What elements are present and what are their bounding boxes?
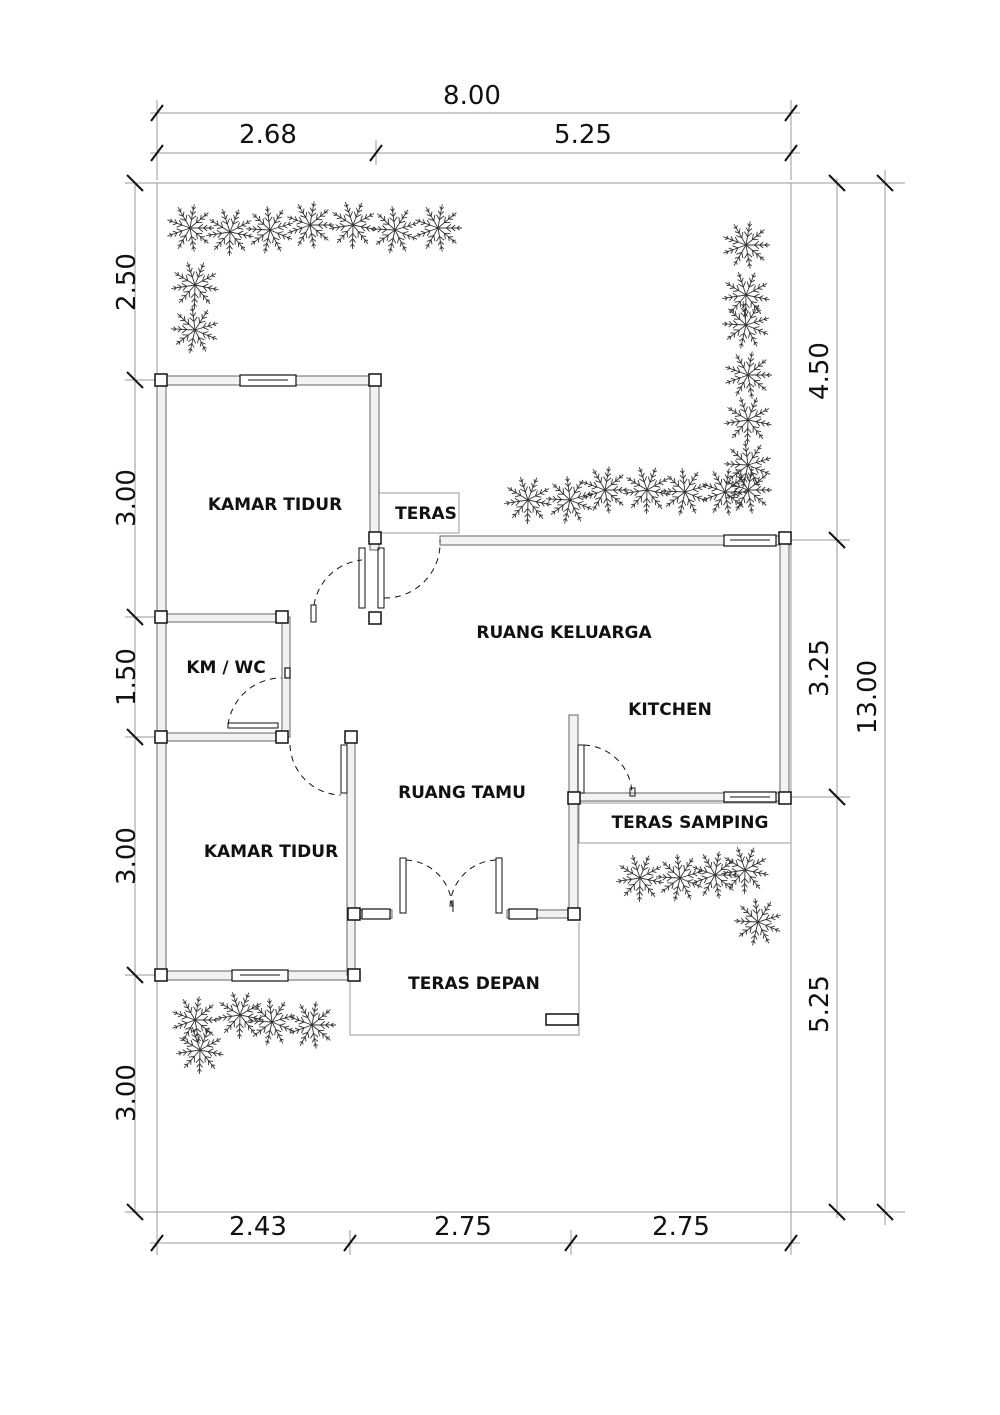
- palm-plant-icon: [725, 466, 772, 514]
- dim-right-total: 13.00: [853, 660, 883, 734]
- palm-plant-icon: [289, 1001, 336, 1049]
- columns: [154, 373, 792, 1026]
- dim-bottom-2: 2.75: [434, 1212, 492, 1242]
- dim-top-left: 2.68: [239, 120, 297, 150]
- palm-plant-icon: [582, 466, 629, 514]
- palm-plant-icon: [504, 477, 552, 525]
- room-label-teras-samping: TERAS SAMPING: [612, 813, 769, 833]
- room-label-teras: TERAS: [395, 504, 457, 524]
- room-label-teras-depan: TERAS DEPAN: [408, 974, 540, 994]
- dim-top-right: 5.25: [554, 120, 612, 150]
- palm-plant-icon: [623, 467, 671, 515]
- dim-bottom-1: 2.43: [229, 1212, 287, 1242]
- room-label-ruang-tamu: RUANG TAMU: [398, 783, 526, 803]
- dim-left-4: 3.00: [112, 827, 142, 885]
- palm-plant-icon: [287, 201, 334, 249]
- dim-left-3: 1.50: [112, 648, 142, 706]
- landscape-plants: [167, 201, 782, 1075]
- palm-plant-icon: [216, 992, 264, 1040]
- palm-plant-icon: [733, 898, 782, 946]
- dim-left-5: 3.00: [112, 1064, 142, 1122]
- palm-plant-icon: [370, 206, 419, 254]
- palm-plant-icon: [722, 272, 770, 320]
- palm-plant-icon: [723, 221, 770, 269]
- dim-right-3: 5.25: [805, 975, 835, 1033]
- site-boundary: [156, 182, 792, 1213]
- palm-plant-icon: [702, 468, 749, 516]
- palm-plant-icon: [167, 204, 214, 252]
- palm-plant-icon: [724, 397, 772, 445]
- walls: [156, 375, 791, 981]
- dim-left-1: 2.50: [112, 253, 142, 311]
- palm-plant-icon: [176, 1027, 224, 1075]
- room-label-kamar-tidur-top: KAMAR TIDUR: [208, 495, 342, 515]
- palm-plant-icon: [245, 206, 294, 254]
- palm-plant-icon: [721, 301, 770, 349]
- palm-plant-icon: [655, 854, 704, 902]
- palm-plant-icon: [616, 855, 664, 903]
- room-label-kamar-tidur-bottom: KAMAR TIDUR: [204, 842, 338, 862]
- room-label-km-wc: KM / WC: [186, 658, 265, 678]
- room-label-ruang-keluarga: RUANG KELUARGA: [476, 623, 652, 643]
- dim-bottom-3: 2.75: [652, 1212, 710, 1242]
- palm-plant-icon: [723, 441, 772, 489]
- dim-right-1: 4.50: [805, 342, 835, 400]
- room-labels: KAMAR TIDUR TERAS RUANG KELUARGA KM / WC…: [186, 495, 768, 994]
- room-label-kitchen: KITCHEN: [628, 700, 712, 720]
- dim-left-2: 3.00: [112, 469, 142, 527]
- dimension-lines: [125, 100, 905, 1255]
- palm-plant-icon: [660, 468, 709, 516]
- palm-plant-icon: [725, 351, 772, 399]
- dim-top-total: 8.00: [443, 81, 501, 111]
- palm-plant-icon: [721, 847, 769, 895]
- dimension-labels: 8.00 2.68 5.25 2.50 3.00 1.50 3.00 3.00 …: [112, 81, 883, 1242]
- palm-plant-icon: [545, 476, 594, 524]
- windows: [231, 374, 777, 982]
- palm-plant-icon: [247, 998, 296, 1046]
- palm-plant-icon: [172, 996, 219, 1044]
- palm-plant-icon: [415, 204, 462, 252]
- palm-plant-icon: [170, 306, 219, 354]
- palm-plant-icon: [171, 262, 219, 310]
- doors: [227, 539, 636, 914]
- palm-plant-icon: [692, 851, 739, 899]
- palm-plant-icon: [206, 209, 254, 257]
- dim-right-2: 3.25: [805, 639, 835, 697]
- palm-plant-icon: [329, 202, 377, 250]
